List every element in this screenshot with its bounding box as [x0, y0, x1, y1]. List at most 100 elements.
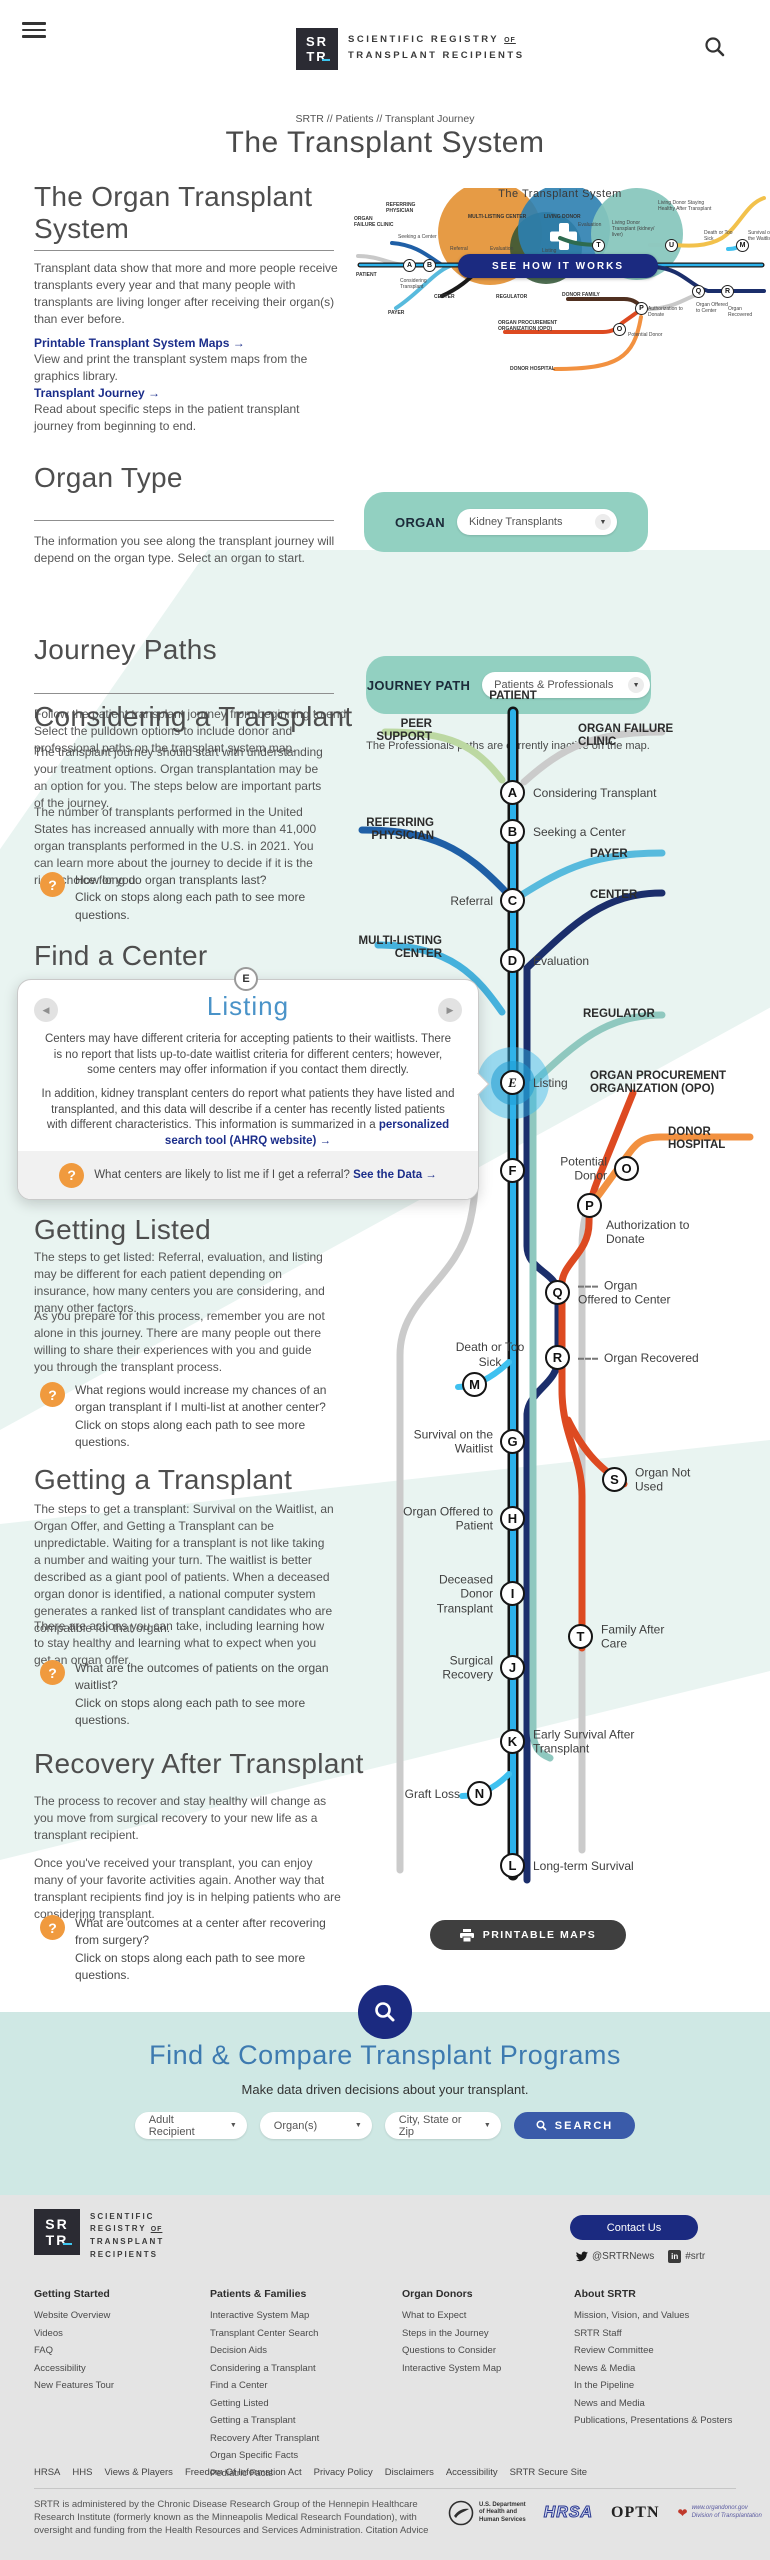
organ-type-heading: Organ Type [34, 462, 183, 493]
footer-link[interactable]: Questions to Consider [402, 2345, 496, 2356]
minimap-stop-M: M [736, 239, 749, 252]
footer-link[interactable]: Accessibility [34, 2362, 86, 2374]
printable-maps-button[interactable]: PRINTABLE MAPS [430, 1920, 626, 1950]
footer-link[interactable]: Organ Specific Facts [210, 2450, 299, 2461]
printable-maps-link-desc: View and print the transplant system map… [34, 352, 308, 384]
search-button[interactable]: SEARCH [513, 2112, 636, 2139]
map-stop-label: Survival on the Waitlist [413, 1427, 493, 1456]
footer-link[interactable]: Publications, Presentations & Posters [574, 2415, 733, 2426]
legal-link[interactable]: Disclaimers [384, 2467, 434, 2478]
listing-popup: E ◀ ▶ Listing Centers may have different… [17, 967, 490, 1200]
see-how-it-works-button[interactable]: SEE HOW IT WORKS [458, 254, 658, 278]
footer-link[interactable]: New Features Tour [34, 2380, 115, 2391]
caret-down-icon: ▼ [632, 681, 640, 689]
footer-link[interactable]: Videos [34, 2327, 63, 2339]
legal-link[interactable]: HRSA [34, 2467, 61, 2478]
organ-filter-select[interactable]: Organ(s)▼ [259, 2112, 372, 2139]
question-icon: ? [40, 1660, 65, 1685]
system-minimap[interactable]: The Transplant System [350, 188, 770, 390]
breadcrumb[interactable]: SRTR // Patients // Transplant Journey [295, 113, 475, 125]
find-center-heading: Find a Center [34, 940, 208, 971]
footer-link[interactable]: In the Pipeline [574, 2380, 635, 2391]
contact-us-button[interactable]: Contact Us [570, 2215, 698, 2240]
footer-link[interactable]: FAQ [34, 2345, 54, 2356]
map-stop-label: Early Survival After Transplant [533, 1727, 635, 1756]
footer-link[interactable]: Decision Aids [210, 2345, 268, 2356]
footer-link[interactable]: SRTR Staff [574, 2327, 622, 2339]
footer-link[interactable]: Review Committee [574, 2345, 654, 2356]
journey-path-select[interactable]: Patients & Professionals ▼ [482, 672, 651, 698]
optn-logo[interactable]: OPTN [611, 2504, 660, 2521]
footer-link[interactable]: Recovery After Transplant [210, 2432, 320, 2444]
find-search-circle-icon[interactable] [358, 1985, 412, 2039]
organ-control: ORGAN Kidney Transplants ▼ [364, 492, 648, 552]
footer-link[interactable]: Find a Center [210, 2380, 268, 2391]
hamburger-menu-icon[interactable] [22, 22, 46, 40]
ahrq-link[interactable]: personalized search tool (AHRQ website) … [164, 1119, 450, 1147]
footer-link[interactable]: What to Expect [402, 2310, 467, 2321]
footer-link[interactable]: Mission, Vision, and Values [574, 2310, 690, 2321]
recovery-heading: Recovery After Transplant [34, 1748, 364, 1779]
legal-link[interactable]: Views & Players [104, 2467, 173, 2478]
footer-link[interactable]: Getting Listed [210, 2397, 269, 2409]
map-stop-label: Listing [533, 1075, 568, 1090]
legal-link[interactable]: Accessibility [445, 2467, 498, 2478]
linkedin-link[interactable]: in #srtr [668, 2250, 705, 2263]
recovery-question[interactable]: ? What are outcomes at a center after re… [40, 1915, 350, 1985]
map-stop-label: Potential Donor [560, 1154, 607, 1183]
footer-link[interactable]: Interactive System Map [402, 2362, 502, 2374]
footer-link[interactable]: News & Media [574, 2362, 636, 2374]
minimap-title: The Transplant System [498, 188, 622, 200]
minimap-label: Organ Recovered [728, 306, 753, 318]
footer-link[interactable]: Interactive System Map [210, 2310, 310, 2321]
location-input[interactable]: City, State or Zip▼ [384, 2112, 501, 2139]
footer-link[interactable]: Steps in the Journey [402, 2327, 489, 2339]
legal-link[interactable]: HHS [72, 2467, 93, 2478]
legal-link[interactable]: Privacy Policy [313, 2467, 373, 2478]
map-stop-label: Family After Care [601, 1622, 665, 1651]
map-stop-label: Referral [450, 893, 493, 908]
twitter-link[interactable]: @SRTRNews [575, 2251, 654, 2262]
getting-listed-question[interactable]: ? What regions would increase my chances… [40, 1382, 350, 1452]
map-line-label: PATIENT [489, 690, 537, 702]
legal-link[interactable]: Freedom Of Information Act [184, 2467, 302, 2478]
minimap-label: Organ Offered to Center [696, 302, 728, 314]
getting-listed-p2: As you prepare for this process, remembe… [34, 1309, 325, 1375]
search-icon[interactable] [704, 36, 726, 58]
minimap-stop-O: O [613, 323, 626, 336]
see-the-data-link[interactable]: See the Data → [353, 1168, 437, 1181]
map-stop-label: Long-term Survival [533, 1858, 634, 1873]
footer-link[interactable]: Getting a Transplant [210, 2415, 296, 2426]
footer-link[interactable]: Website Overview [34, 2310, 111, 2321]
printable-maps-link[interactable]: Printable Transplant System Maps → [34, 336, 245, 350]
hrsa-logo[interactable]: HRSA [543, 2504, 594, 2522]
organ-select[interactable]: Kidney Transplants ▼ [456, 509, 617, 535]
header-logo[interactable]: SR TR SCIENTIFIC REGISTRY OF TRANSPLANT … [296, 28, 525, 70]
previous-stop-button[interactable]: ◀ [34, 998, 58, 1022]
getting-transplant-question[interactable]: ? What are the outcomes of patients on t… [40, 1660, 350, 1730]
question-text: How long do organ transplants last? [75, 873, 267, 887]
next-stop-button[interactable]: ▶ [438, 998, 462, 1022]
footer-link[interactable]: News and Media [574, 2397, 645, 2409]
minimap-label: Authorization to Donate [648, 306, 683, 318]
minimap-label: Evaluation [578, 222, 602, 228]
minimap-label: CENTER [434, 294, 455, 300]
recipient-select[interactable]: Adult Recipient▼ [134, 2112, 247, 2139]
footer-link[interactable]: Pediatric Facts [210, 2467, 273, 2479]
footer-column-title: Patients & Families [210, 2288, 307, 2300]
question-hint: Click on stops along each path to see mo… [75, 1695, 306, 1728]
transplant-journey-link[interactable]: Transplant Journey → [34, 386, 161, 400]
question-icon: ? [59, 1162, 85, 1188]
minimap-label: Seeking a Center [398, 234, 437, 240]
footer-link[interactable]: Considering a Transplant [210, 2362, 316, 2374]
legal-link[interactable]: SRTR Secure Site [509, 2467, 588, 2478]
considering-question[interactable]: ? How long do organ transplants last? Cl… [40, 872, 340, 924]
footer-link[interactable]: Transplant Center Search [210, 2327, 319, 2339]
peer-support-line [381, 728, 506, 784]
